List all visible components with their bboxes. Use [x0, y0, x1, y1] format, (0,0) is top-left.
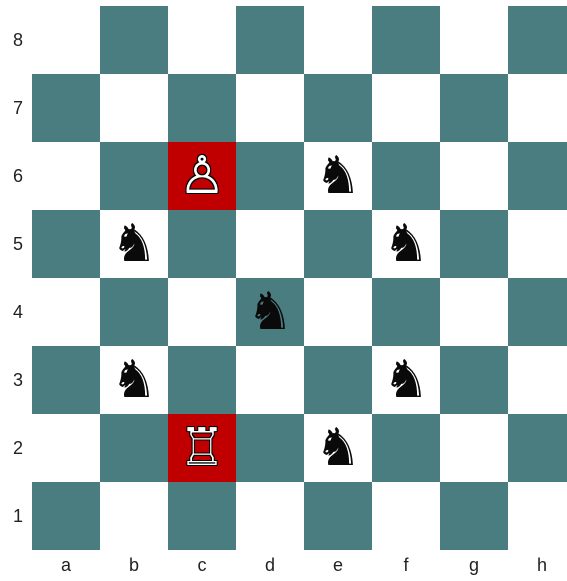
square-d3[interactable] [236, 346, 304, 414]
square-a1[interactable] [32, 482, 100, 550]
square-c8[interactable] [168, 6, 236, 74]
square-f1[interactable] [372, 482, 440, 550]
square-g8[interactable] [440, 6, 508, 74]
black-knight-d4[interactable]: ♞ [247, 286, 294, 338]
square-c3[interactable] [168, 346, 236, 414]
square-c4[interactable] [168, 278, 236, 346]
square-a7[interactable] [32, 74, 100, 142]
square-a5[interactable] [32, 210, 100, 278]
square-d2[interactable] [236, 414, 304, 482]
square-c1[interactable] [168, 482, 236, 550]
black-knight-f5[interactable]: ♞ [383, 218, 430, 270]
square-f7[interactable] [372, 74, 440, 142]
file-label-f: f [372, 553, 440, 577]
file-label-g: g [440, 553, 508, 577]
square-b2[interactable] [100, 414, 168, 482]
square-h1[interactable] [508, 482, 567, 550]
white-rook-c2[interactable]: ♖ [179, 422, 226, 474]
square-b6[interactable] [100, 142, 168, 210]
square-g3[interactable] [440, 346, 508, 414]
square-g7[interactable] [440, 74, 508, 142]
square-b7[interactable] [100, 74, 168, 142]
square-c5[interactable] [168, 210, 236, 278]
square-g4[interactable] [440, 278, 508, 346]
square-d7[interactable] [236, 74, 304, 142]
square-a3[interactable] [32, 346, 100, 414]
square-h5[interactable] [508, 210, 567, 278]
square-c2[interactable]: ♖ [168, 414, 236, 482]
square-f6[interactable] [372, 142, 440, 210]
square-h3[interactable] [508, 346, 567, 414]
square-d4[interactable]: ♞ [236, 278, 304, 346]
square-g2[interactable] [440, 414, 508, 482]
file-label-e: e [304, 553, 372, 577]
square-g1[interactable] [440, 482, 508, 550]
square-e3[interactable] [304, 346, 372, 414]
rank-label-3: 3 [8, 346, 28, 414]
chessboard: ♙ ♞ ♞ ♞ ♞ ♞ ♞ ♖ ♞ [32, 6, 567, 550]
square-c6[interactable]: ♙ [168, 142, 236, 210]
square-e6[interactable]: ♞ [304, 142, 372, 210]
square-g5[interactable] [440, 210, 508, 278]
square-e8[interactable] [304, 6, 372, 74]
square-g6[interactable] [440, 142, 508, 210]
file-label-h: h [508, 553, 567, 577]
file-label-d: d [236, 553, 304, 577]
square-d6[interactable] [236, 142, 304, 210]
white-pawn-c6[interactable]: ♙ [179, 150, 226, 202]
square-h7[interactable] [508, 74, 567, 142]
square-a6[interactable] [32, 142, 100, 210]
black-knight-b5[interactable]: ♞ [111, 218, 158, 270]
square-e1[interactable] [304, 482, 372, 550]
square-d5[interactable] [236, 210, 304, 278]
square-e7[interactable] [304, 74, 372, 142]
square-h4[interactable] [508, 278, 567, 346]
black-knight-e2[interactable]: ♞ [315, 422, 362, 474]
black-knight-b3[interactable]: ♞ [111, 354, 158, 406]
square-h8[interactable] [508, 6, 567, 74]
black-knight-f3[interactable]: ♞ [383, 354, 430, 406]
square-e2[interactable]: ♞ [304, 414, 372, 482]
black-knight-e6[interactable]: ♞ [315, 150, 362, 202]
square-a2[interactable] [32, 414, 100, 482]
rank-label-1: 1 [8, 482, 28, 550]
file-label-c: c [168, 553, 236, 577]
square-e4[interactable] [304, 278, 372, 346]
square-b4[interactable] [100, 278, 168, 346]
rank-label-4: 4 [8, 278, 28, 346]
square-b5[interactable]: ♞ [100, 210, 168, 278]
rank-label-7: 7 [8, 74, 28, 142]
square-f4[interactable] [372, 278, 440, 346]
square-f3[interactable]: ♞ [372, 346, 440, 414]
square-h2[interactable] [508, 414, 567, 482]
square-e5[interactable] [304, 210, 372, 278]
rank-label-5: 5 [8, 210, 28, 278]
square-d1[interactable] [236, 482, 304, 550]
square-a8[interactable] [32, 6, 100, 74]
square-b8[interactable] [100, 6, 168, 74]
square-d8[interactable] [236, 6, 304, 74]
square-b3[interactable]: ♞ [100, 346, 168, 414]
rank-label-8: 8 [8, 6, 28, 74]
square-f5[interactable]: ♞ [372, 210, 440, 278]
square-h6[interactable] [508, 142, 567, 210]
rank-label-2: 2 [8, 414, 28, 482]
square-c7[interactable] [168, 74, 236, 142]
square-b1[interactable] [100, 482, 168, 550]
square-f8[interactable] [372, 6, 440, 74]
rank-label-6: 6 [8, 142, 28, 210]
square-f2[interactable] [372, 414, 440, 482]
file-label-b: b [100, 553, 168, 577]
square-a4[interactable] [32, 278, 100, 346]
file-label-a: a [32, 553, 100, 577]
